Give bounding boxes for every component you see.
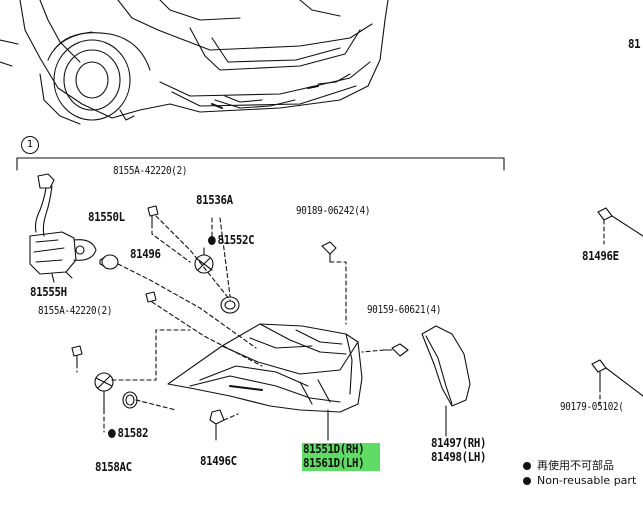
legend-non-reusable-en: Non-reusable part [523,474,636,487]
label-90159-60621: 90159-60621(4) [367,304,442,316]
bulb-81550L-shape [101,254,119,270]
grommet-81496-shape [145,291,157,303]
label-81582: 81582 [108,426,148,439]
legend-non-reusable-jp: 再使用不可部品 [523,457,614,473]
section-bracket [16,157,505,171]
screw-8155A-bottom-shape [71,345,83,365]
reflector-81497-shape [421,325,471,407]
grommet-81496C-shape [209,409,225,441]
section-marker: 1 [21,136,39,154]
label-81550L: 81550L [88,209,125,224]
label-90179-05102: 90179-05102( [560,401,624,413]
non-reusable-dot-icon [208,236,216,245]
screw-8155A-top-shape [147,205,159,225]
label-81555H: 81555H [30,284,67,299]
socket-8158AC-shape [94,372,138,411]
vehicle-rear-illustration [0,0,389,125]
label-81498-LH: 81498(LH) [431,449,487,464]
label-90189-06242: 90189-06242(4) [296,205,371,217]
label-81496C: 81496C [200,453,237,468]
label-81536A: 81536A [196,192,233,207]
leader-lines [76,215,605,433]
label-8158AC: 8158AC [95,459,132,474]
label-8155A-42220-top: 8155A-42220(2) [113,165,188,177]
label-8155A-42220-bottom: 8155A-42220(2) [38,305,113,317]
socket-81536A-shape [194,247,214,274]
right-side-parts [591,207,643,397]
label-81551D-RH: 81551D(RH) [303,441,365,456]
label-81496: 81496 [130,246,161,261]
screw-90159-shape [383,343,409,357]
tail-lamp-assembly [167,323,363,413]
label-81561D-LH: 81561D(LH) [303,455,365,470]
screw-90189-shape [321,241,337,263]
non-reusable-dot-icon [523,477,531,485]
label-81496E: 81496E [582,248,619,263]
non-reusable-dot-icon [523,462,531,470]
label-81497-RH: 81497(RH) [431,435,487,450]
non-reusable-dot-icon [108,429,116,438]
label-81552C: 81552C [208,233,255,246]
socket-wire-assembly [29,173,97,283]
gasket-81552C-shape [220,296,240,314]
highlight-81551D-81561D [302,443,380,471]
label-81-topright: 81 [628,36,641,51]
